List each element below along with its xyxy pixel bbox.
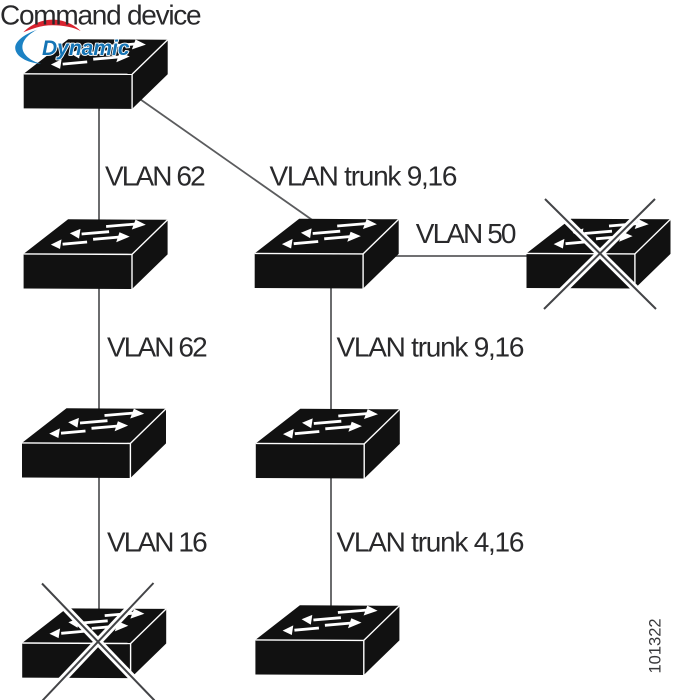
svg-text:VLAN trunk 9,16: VLAN trunk 9,16: [337, 332, 524, 363]
svg-text:VLAN 16: VLAN 16: [107, 527, 207, 558]
svg-text:Dynamic: Dynamic: [42, 37, 130, 60]
svg-text:VLAN 62: VLAN 62: [107, 332, 207, 363]
svg-text:VLAN trunk 9,16: VLAN trunk 9,16: [270, 160, 457, 191]
svg-text:Command device: Command device: [0, 0, 201, 31]
svg-text:101322: 101322: [647, 618, 665, 673]
svg-text:VLAN 62: VLAN 62: [105, 160, 205, 191]
svg-text:VLAN trunk 4,16: VLAN trunk 4,16: [337, 527, 524, 558]
svg-text:VLAN 50: VLAN 50: [416, 218, 516, 249]
